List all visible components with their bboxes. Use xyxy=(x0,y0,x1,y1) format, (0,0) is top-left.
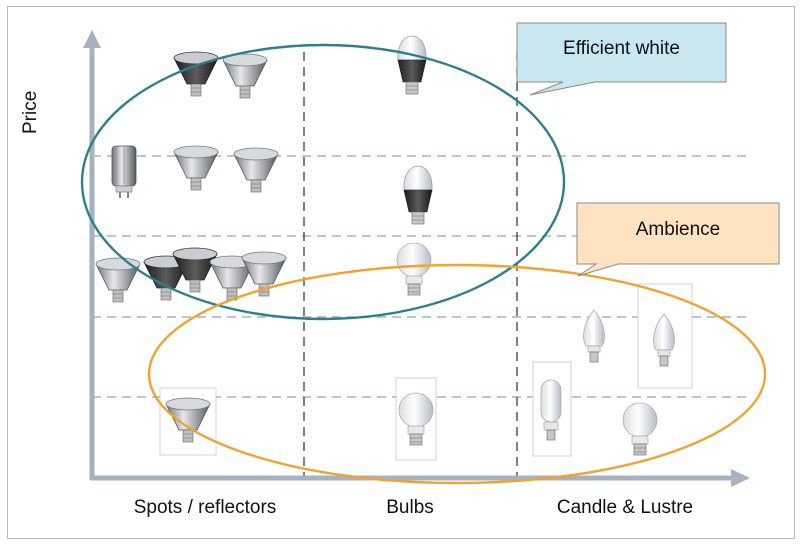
category-label-spots: Spots / reflectors xyxy=(133,497,277,518)
y-axis-arrowhead xyxy=(83,30,101,48)
diagram-frame xyxy=(7,6,795,539)
globe-bulb-icon xyxy=(403,165,433,225)
led-bulb-icon xyxy=(397,35,427,95)
lustre-bulb-icon xyxy=(622,402,658,456)
ambience-callout xyxy=(576,202,780,277)
lamp-illustrations xyxy=(95,35,693,461)
reflector-lamp-icon xyxy=(95,257,141,303)
reflector-lamp-icon xyxy=(173,145,219,191)
x-axis-arrowhead xyxy=(731,469,750,487)
axes xyxy=(83,30,750,487)
category-label-candle-lustre: Candle & Lustre xyxy=(556,497,694,518)
ambience-label: Ambience xyxy=(635,219,721,240)
efficient-white-group-ellipse xyxy=(80,43,566,321)
y-axis-label: Price xyxy=(20,90,41,134)
reflector-lamp-icon xyxy=(233,147,279,193)
gu10-spot-icon xyxy=(111,145,137,199)
efficient-white-callout xyxy=(516,22,727,96)
reflector-lamp-icon xyxy=(222,53,268,99)
candle-bulb-icon xyxy=(583,309,605,363)
ambience-group-ellipse xyxy=(147,263,767,485)
globe-bulb-icon xyxy=(396,242,432,296)
efficient-white-label: Efficient white xyxy=(563,38,680,59)
reflector-lamp-icon xyxy=(173,51,219,97)
category-label-bulbs: Bulbs xyxy=(386,497,434,518)
